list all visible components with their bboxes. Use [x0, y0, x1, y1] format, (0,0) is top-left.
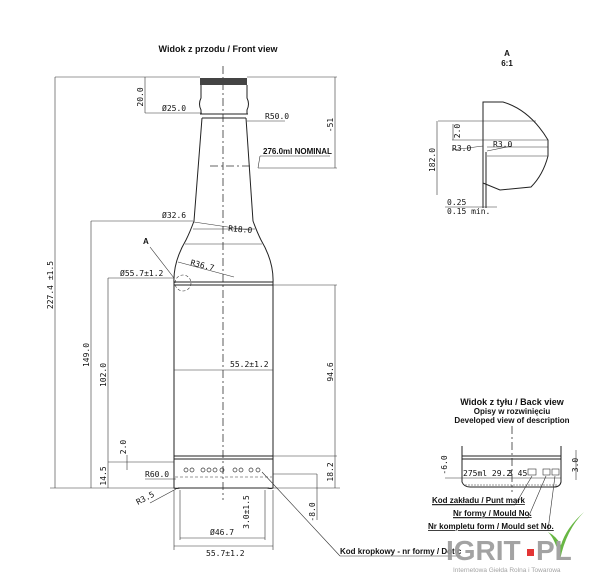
label-mould-set: Nr kompletu form / Mould set No. — [428, 522, 554, 531]
dim-shoulder-diameter: Ø55.7±1.2 — [120, 268, 164, 278]
dim-neck-diameter: Ø32.6 — [162, 210, 186, 220]
dim-stipple-depth: -8.0 — [308, 502, 317, 521]
detail-a-scale: 6:1 — [501, 59, 513, 68]
watermark-logo: IGRIT PL Internetowa Giełda Rolna i Towa… — [446, 512, 584, 574]
dim-base-band: 18.2 — [326, 462, 335, 481]
detail-a-radius-left: R3.0 — [452, 144, 471, 153]
dim-finish-height: 20.0 — [136, 87, 145, 106]
back-dim-left: -6.0 — [440, 455, 449, 474]
detail-marker: A — [143, 237, 149, 246]
detail-a-min-thickness: 0.15 min. — [447, 207, 490, 216]
detail-a-circle — [174, 274, 192, 292]
detail-a-height: 182.0 — [428, 148, 437, 172]
dim-fill-height: -51 — [326, 118, 335, 133]
label-plant-mark: Kod zakładu / Punt mark — [432, 496, 525, 505]
dim-push-up: 3.0±1.5 — [242, 495, 251, 529]
capacity-label: 276.0ml NOMINAL — [263, 147, 332, 156]
thread-finish — [200, 78, 247, 85]
detail-a: A 6:1 182.0 2.0 R3.0 R3.0 0.25 0.15 min. — [428, 49, 549, 216]
detail-a-step: 2.0 — [453, 124, 462, 139]
dim-body-diameter: 55.2±1.2 — [230, 360, 269, 369]
watermark-dot — [527, 549, 534, 556]
watermark-tagline: Internetowa Giełda Rolna i Towarowa — [453, 567, 561, 574]
dim-finish-diameter: Ø25.0 — [162, 103, 186, 113]
back-dim-right: 3.0 — [571, 458, 580, 473]
dim-shoulder-radius-2: R36.7 — [190, 258, 216, 273]
detail-a-title: A — [504, 49, 510, 58]
check-icon — [548, 512, 584, 560]
dim-label-panel-height: 94.6 — [326, 362, 335, 381]
watermark-brand: IGRIT — [446, 535, 521, 566]
dim-base-diameter: 55.7±1.2 — [206, 549, 245, 558]
detail-a-radius-right: R3.0 — [493, 140, 512, 149]
front-view-title: Widok z przodu / Front view — [159, 44, 279, 54]
dot-code-label: Kod kropkowy - nr formy / Dot c — [340, 547, 462, 556]
bottle-outline — [173, 78, 274, 489]
front-view: Widok z przodu / Front view — [46, 44, 462, 558]
back-engraving-extra: 3 45 — [508, 469, 527, 478]
dim-ring-offset: 2.0 — [119, 440, 128, 455]
dim-overall-height: 227.4 ±1.5 — [46, 261, 55, 309]
back-engraving: 275ml 29.2 — [463, 469, 511, 478]
dim-heel-radius: R3.5 — [135, 490, 156, 507]
watermark-suffix: PL — [536, 535, 572, 566]
label-mould-no: Nr formy / Mould No. — [453, 509, 532, 518]
back-view-subtitle-en: Developed view of description — [454, 416, 569, 425]
dim-base-height: 14.5 — [99, 466, 108, 485]
dim-base-radius: R60.0 — [145, 470, 169, 479]
dot-code-marks — [183, 467, 261, 473]
dim-body-height: 149.0 — [82, 343, 91, 367]
detail-a-thickness: 0.25 — [447, 198, 466, 207]
dimensions: 227.4 ±1.5 20.0 Ø25.0 R50.0 -51 276.0ml … — [46, 76, 462, 558]
back-view-subtitle-pl: Opisy w rozwinięciu — [474, 407, 551, 416]
dim-shoulder-radius-1: R18.0 — [228, 224, 253, 235]
dim-bearing-diameter: Ø46.7 — [210, 527, 234, 537]
back-view-title: Widok z tyłu / Back view — [460, 397, 564, 407]
dim-neck-radius: R50.0 — [265, 112, 289, 121]
back-view: Widok z tyłu / Back view Opisy w rozwini… — [428, 397, 580, 531]
dim-label-height: 102.0 — [99, 363, 108, 387]
